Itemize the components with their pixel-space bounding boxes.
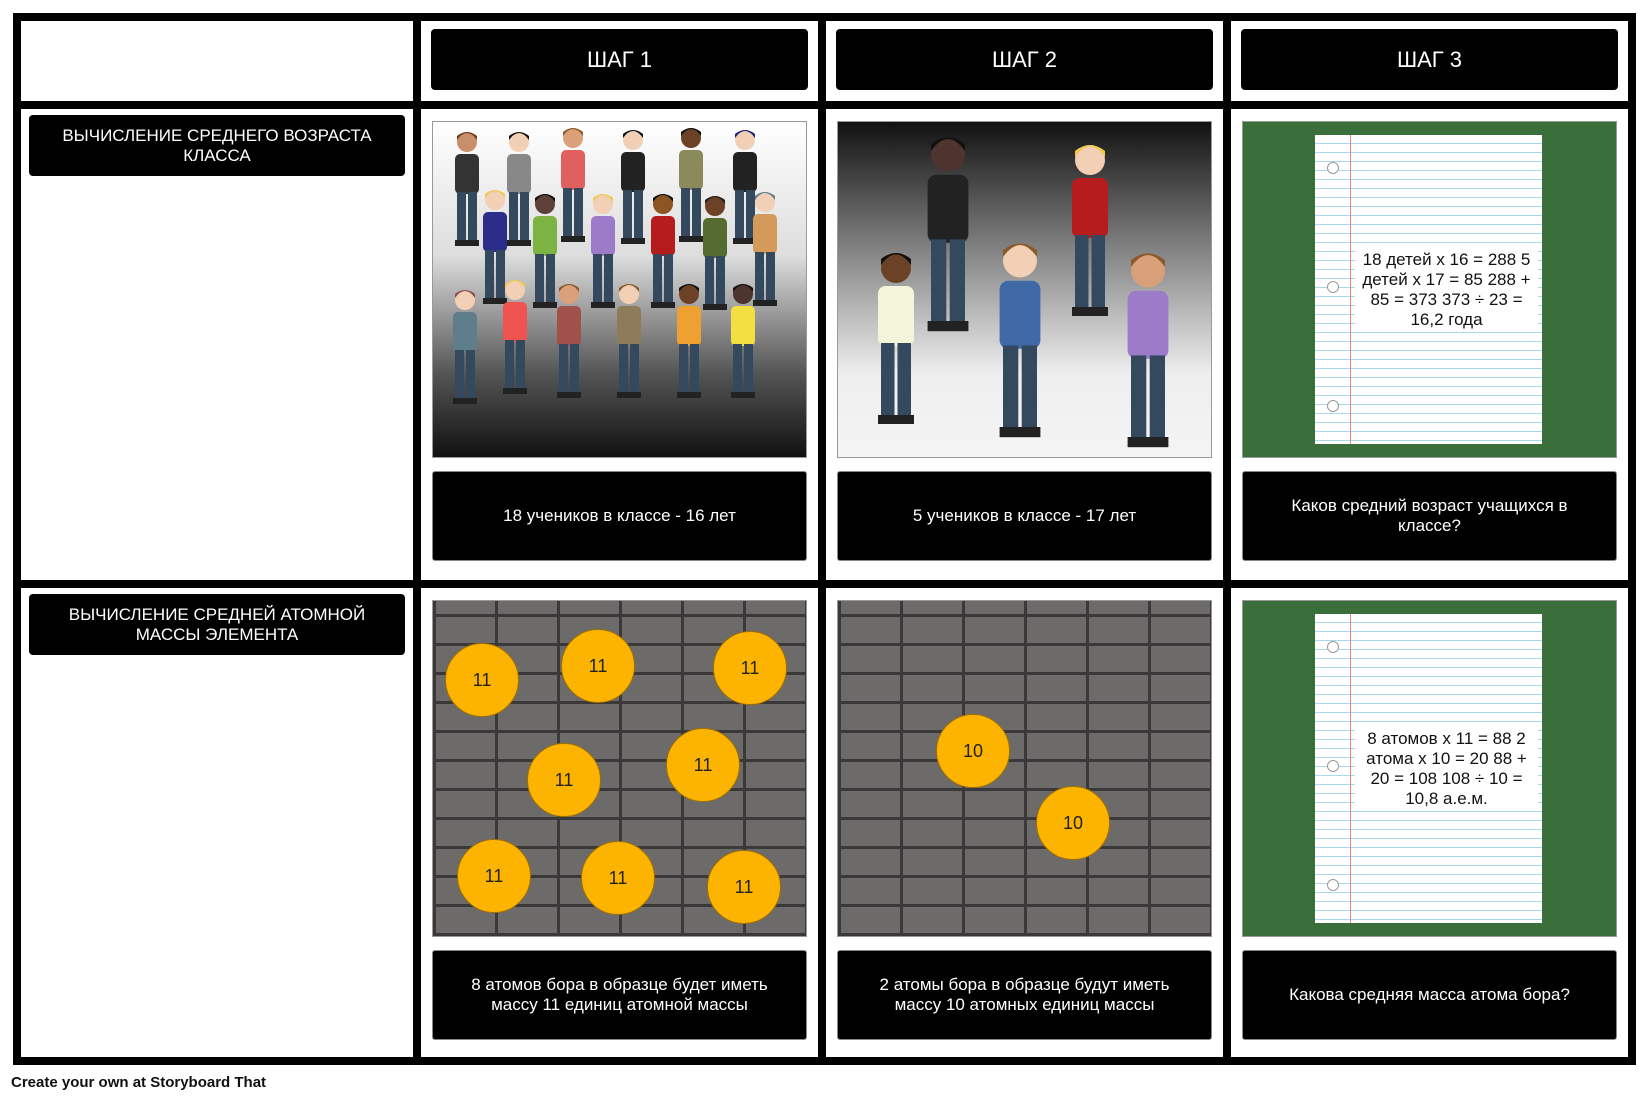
footer-link[interactable]: Create your own at Storyboard That <box>11 1074 267 1091</box>
row-2-label-cell: ВЫЧИСЛЕНИЕ СРЕДНЕЙ АТОМНОЙ МАССЫ ЭЛЕМЕНТ… <box>21 588 413 1057</box>
margin-line <box>1350 614 1351 923</box>
notebook-calculation: 18 детей x 16 = 288 5 детей x 17 = 85 28… <box>1355 249 1538 330</box>
row-1-step-3: 18 детей x 16 = 288 5 детей x 17 = 85 28… <box>1231 109 1628 580</box>
step-3-header: ШАГ 3 <box>1231 21 1628 101</box>
atom-coin: 10 <box>936 714 1010 788</box>
atom-coin: 10 <box>1036 786 1110 860</box>
student-figure <box>866 250 926 435</box>
margin-line <box>1350 135 1351 444</box>
notebook-scene: 18 детей x 16 = 288 5 детей x 17 = 85 28… <box>1242 121 1617 458</box>
atom-coin: 11 <box>713 631 787 705</box>
hole-icon <box>1327 400 1339 412</box>
student-figure <box>643 192 683 317</box>
student-figure <box>525 192 565 317</box>
row-2-step-2: 10 10 2 атомы бора в образце будут иметь … <box>826 588 1223 1057</box>
notebook-calculation: 8 атомов x 11 = 88 2 атома x 10 = 20 88 … <box>1355 728 1538 809</box>
student-figure <box>445 288 485 413</box>
hole-icon <box>1327 281 1339 293</box>
student-figure <box>671 126 711 251</box>
step-title: ШАГ 1 <box>431 29 808 90</box>
row-1-step-1: 18 учеников в классе - 16 лет <box>421 109 818 580</box>
caption: 2 атомы бора в образце будут иметь массу… <box>837 950 1212 1040</box>
student-figure <box>499 130 539 255</box>
student-figure <box>695 194 735 319</box>
step-title: ШАГ 2 <box>836 29 1213 90</box>
student-figure <box>609 282 649 407</box>
atom-coin: 11 <box>527 743 601 817</box>
caption: 5 учеников в классе - 17 лет <box>837 471 1212 561</box>
student-figure <box>1114 250 1182 457</box>
student-figure <box>553 126 593 251</box>
student-figure <box>914 134 982 343</box>
corner-cell <box>21 21 413 101</box>
notebook-paper: 8 атомов x 11 = 88 2 атома x 10 = 20 88 … <box>1315 614 1542 923</box>
brick-wall-scene: 10 10 <box>837 600 1212 937</box>
hole-icon <box>1327 641 1339 653</box>
student-figure <box>495 278 535 403</box>
row-1-label-cell: ВЫЧИСЛЕНИЕ СРЕДНЕГО ВОЗРАСТА КЛАССА <box>21 109 413 580</box>
student-figure <box>583 192 623 317</box>
hole-icon <box>1327 760 1339 772</box>
row-label: ВЫЧИСЛЕНИЕ СРЕДНЕЙ АТОМНОЙ МАССЫ ЭЛЕМЕНТ… <box>29 594 405 655</box>
atom-coin: 11 <box>707 850 781 924</box>
step-2-header: ШАГ 2 <box>826 21 1223 101</box>
hole-icon <box>1327 162 1339 174</box>
student-figure <box>1060 142 1120 327</box>
notebook-paper: 18 детей x 16 = 288 5 детей x 17 = 85 28… <box>1315 135 1542 444</box>
caption: Какова средняя масса атома бора? <box>1242 950 1617 1040</box>
caption: 18 учеников в классе - 16 лет <box>432 471 807 561</box>
student-figure <box>986 240 1054 449</box>
student-figure <box>613 128 653 253</box>
step-title: ШАГ 3 <box>1241 29 1618 90</box>
student-figure <box>475 188 515 313</box>
row-2-step-3: 8 атомов x 11 = 88 2 атома x 10 = 20 88 … <box>1231 588 1628 1057</box>
caption: Каков средний возраст учащихся в классе? <box>1242 471 1617 561</box>
atom-coin: 11 <box>581 841 655 915</box>
hole-icon <box>1327 879 1339 891</box>
caption: 8 атомов бора в образце будет иметь масс… <box>432 950 807 1040</box>
class-crowd-image <box>432 121 807 458</box>
student-figure <box>669 282 709 407</box>
atom-coin: 11 <box>445 643 519 717</box>
row-label: ВЫЧИСЛЕНИЕ СРЕДНЕГО ВОЗРАСТА КЛАССА <box>29 115 405 176</box>
row-1-step-2: 5 учеников в классе - 17 лет <box>826 109 1223 580</box>
student-figure <box>447 130 487 255</box>
five-students-image <box>837 121 1212 458</box>
storyboard-grid: ШАГ 1 ШАГ 2 ШАГ 3 ВЫЧИСЛЕНИЕ СРЕДНЕГО ВО… <box>13 13 1636 1065</box>
notebook-scene: 8 атомов x 11 = 88 2 атома x 10 = 20 88 … <box>1242 600 1617 937</box>
atom-coin: 11 <box>666 728 740 802</box>
student-figure <box>745 190 785 315</box>
student-figure <box>725 128 765 253</box>
atom-coin: 11 <box>457 839 531 913</box>
student-figure <box>723 282 763 407</box>
student-figure <box>549 282 589 407</box>
step-1-header: ШАГ 1 <box>421 21 818 101</box>
atom-coin: 11 <box>561 629 635 703</box>
